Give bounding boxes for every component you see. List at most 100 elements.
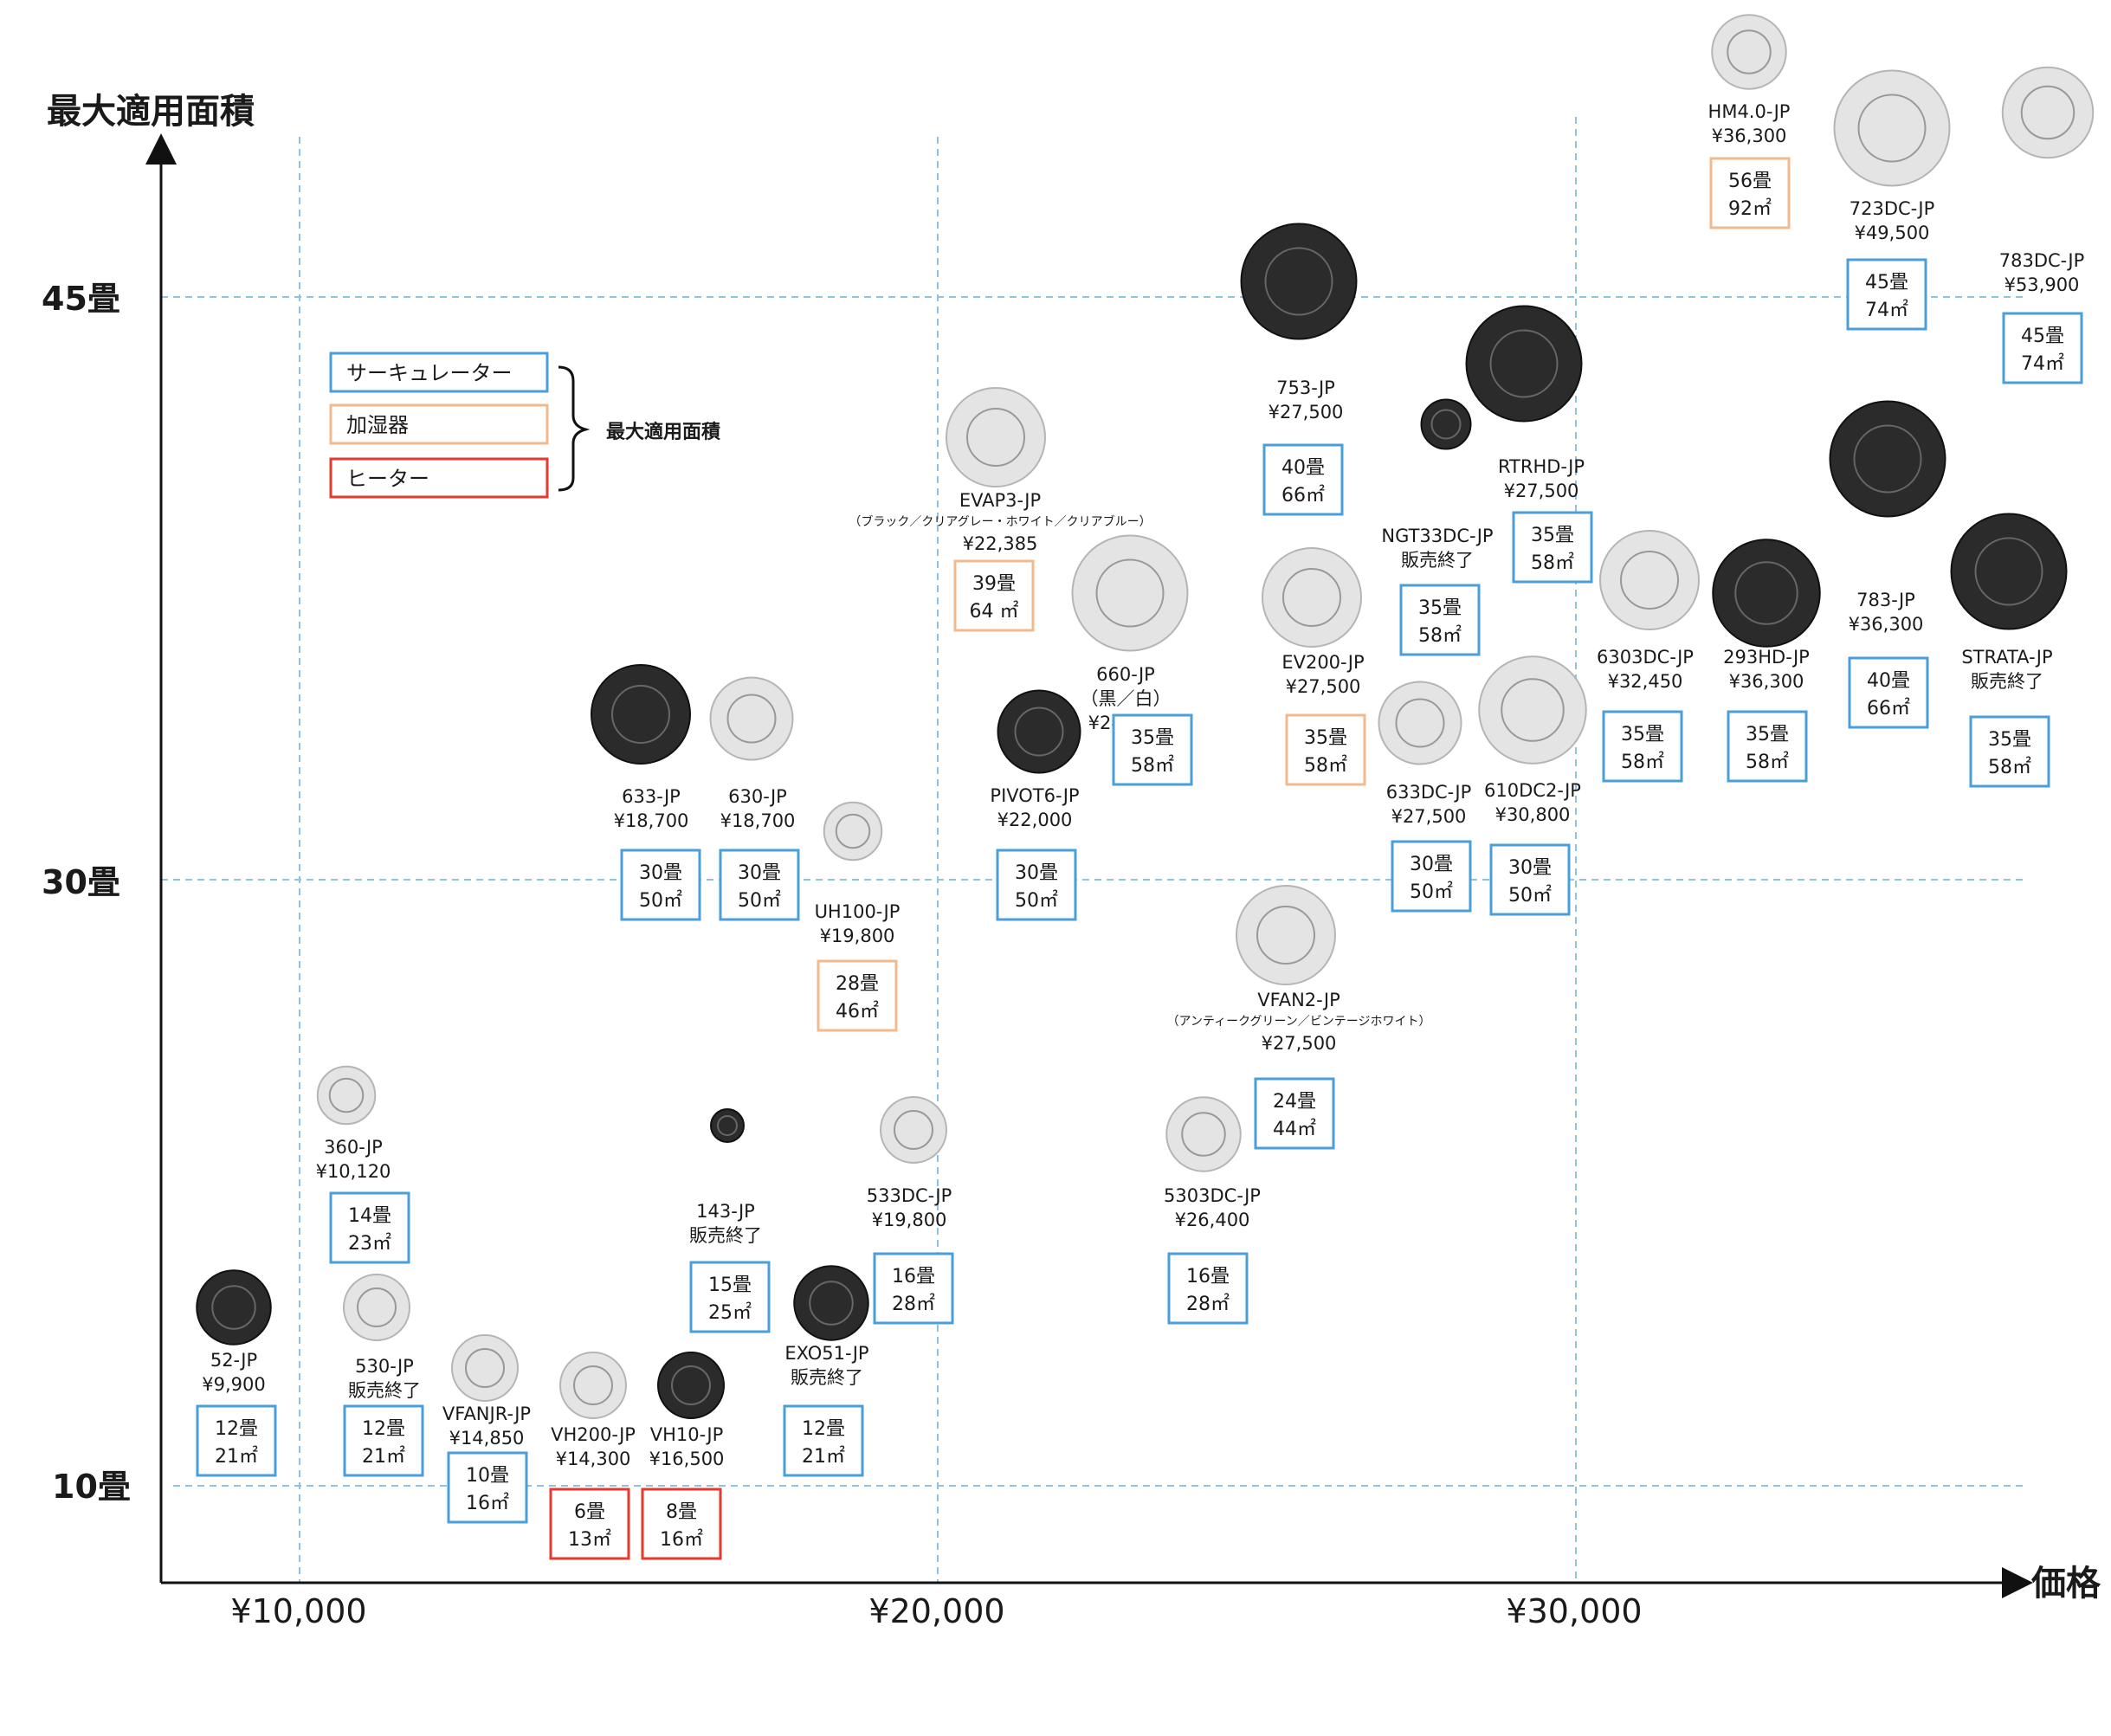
product-image [1711, 14, 1787, 90]
product-image-grille [966, 408, 1025, 467]
point-price: ¥49,500 [1855, 223, 1930, 243]
point-price: ¥10,120 [316, 1161, 391, 1182]
area-box-circulator [1727, 710, 1808, 783]
product-image [880, 1096, 947, 1164]
product-image-grille [1430, 409, 1462, 440]
area-sqm: 50㎡ [639, 889, 682, 912]
area-sqm: 50㎡ [1015, 889, 1058, 912]
legend-brace [558, 365, 591, 492]
point-price: ¥9,900 [202, 1374, 265, 1395]
product-image-grille [1727, 29, 1772, 74]
point-name: 293HD-JP [1723, 647, 1810, 668]
area-box-circulator [1489, 843, 1571, 916]
product-image-grille [1489, 329, 1559, 398]
legend-label-heater: ヒーター [346, 467, 429, 491]
area-sqm: 50㎡ [738, 889, 781, 912]
area-tatami: 30畳 [1508, 857, 1552, 879]
area-box-humidifier [817, 959, 898, 1032]
product-image [657, 1352, 725, 1419]
area-sqm: 16㎡ [466, 1492, 509, 1514]
area-tatami: 35畳 [1418, 597, 1462, 619]
area-box-circulator [1602, 710, 1683, 783]
product-image [946, 387, 1046, 487]
area-box-circulator [1391, 840, 1472, 913]
product-image [1950, 513, 2068, 630]
area-sqm: 28㎡ [1186, 1293, 1230, 1315]
area-tatami: 16畳 [1186, 1266, 1230, 1287]
area-tatami: 40畳 [1281, 457, 1325, 479]
product-image [1478, 655, 1587, 765]
point-note: 販売終了 [689, 1225, 762, 1246]
product-image-grille [328, 1077, 365, 1113]
area-sqm: 58㎡ [1531, 552, 1574, 574]
point-price: ¥36,300 [1712, 126, 1787, 146]
area-box-humidifier [953, 559, 1035, 632]
product-image-grille [1256, 906, 1315, 965]
product-image [997, 689, 1081, 774]
product-image [1829, 400, 1946, 518]
product-image-grille [1264, 247, 1333, 316]
point-name: 723DC-JP [1850, 198, 1935, 219]
area-box-circulator [329, 1191, 410, 1264]
product-image [1712, 539, 1821, 648]
area-tatami: 45畳 [2021, 326, 2064, 347]
product-image-grille [1501, 678, 1565, 742]
product-image [1071, 534, 1189, 652]
point-name: 533DC-JP [867, 1185, 952, 1206]
point-note: 販売終了 [1971, 671, 2043, 692]
area-sqm: 25㎡ [708, 1301, 752, 1324]
point-name: 630-JP [728, 786, 787, 807]
area-tatami: 12畳 [802, 1418, 845, 1440]
area-tatami: 35畳 [1988, 729, 2031, 751]
legend-title: 最大適用面積 [606, 421, 721, 443]
area-sqm: 21㎡ [362, 1445, 405, 1468]
point-price: ¥14,300 [556, 1449, 631, 1469]
point-price: ¥36,300 [1729, 671, 1804, 692]
point-name: 6303DC-JP [1597, 647, 1694, 668]
point-price: ¥27,500 [1269, 402, 1344, 423]
point-price: ¥27,500 [1262, 1033, 1337, 1054]
product-image-grille [611, 685, 670, 744]
area-sqm: 66㎡ [1281, 484, 1325, 507]
area-sqm: 58㎡ [1131, 754, 1174, 777]
area-sqm: 23㎡ [348, 1232, 391, 1255]
area-box-circulator [1969, 715, 2050, 788]
point-name: EXO51-JP [784, 1343, 868, 1364]
point-note: 販売終了 [1401, 550, 1474, 571]
data-point: 660-JP（黒／白）¥24,20035畳58㎡ [1071, 534, 1193, 786]
area-box-circulator [1399, 584, 1481, 656]
area-box-circulator [1262, 443, 1344, 516]
point-price: ¥14,850 [449, 1428, 525, 1449]
area-box-circulator [1112, 713, 1193, 786]
area-tatami: 10畳 [466, 1465, 509, 1487]
area-sqm: 74㎡ [1865, 299, 1908, 321]
area-tatami: 35畳 [1304, 727, 1347, 749]
product-image [793, 1265, 869, 1341]
area-tatami: 16畳 [892, 1266, 935, 1287]
area-tatami: 14畳 [348, 1205, 391, 1227]
area-box-heater [549, 1488, 630, 1560]
area-tatami: 24畳 [1273, 1091, 1316, 1113]
area-box-circulator [689, 1261, 771, 1333]
point-name: 783-JP [1856, 590, 1915, 610]
area-box-circulator [1512, 511, 1593, 584]
point-name: 143-JP [696, 1201, 755, 1222]
point-price: ¥16,500 [649, 1449, 725, 1469]
x-tick-10000: ¥10,000 [230, 1592, 366, 1630]
area-sqm: 58㎡ [1746, 751, 1789, 773]
area-box-circulator [2002, 312, 2083, 384]
product-image [1240, 223, 1358, 340]
x-axis-title: 価格 [2030, 1564, 2101, 1604]
